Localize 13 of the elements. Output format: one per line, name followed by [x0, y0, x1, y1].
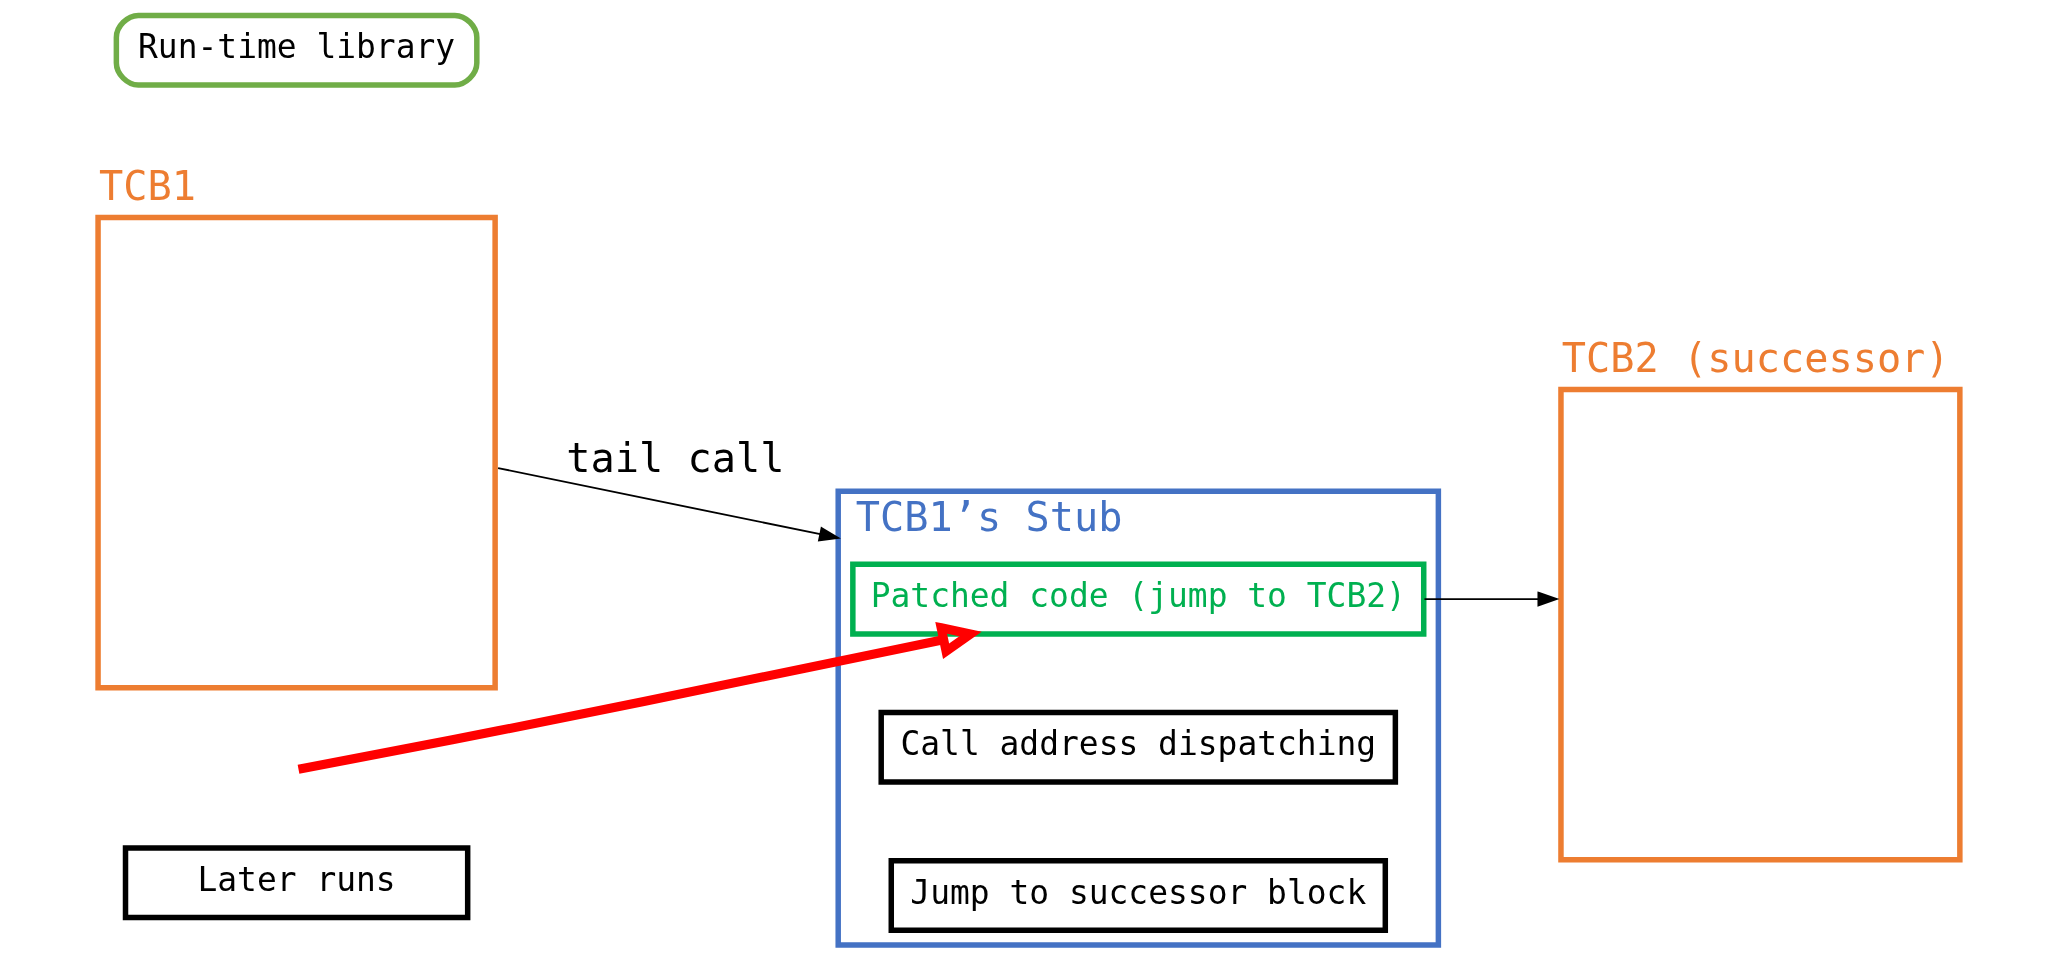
node-label: TCB2 (successor) [1561, 334, 1950, 381]
node-box [1558, 386, 1963, 863]
node-box: Jump to successor block [888, 858, 1389, 934]
node-label: TCB1 [98, 162, 196, 209]
arrow [497, 467, 841, 542]
node-box: Call address dispatching [878, 709, 1399, 785]
node-box: Later runs [122, 845, 471, 921]
edge-label: tail call [566, 435, 785, 482]
arrow [297, 621, 982, 774]
node-box: Patched code (jump to TCB2) [850, 561, 1427, 637]
node-box: Run-time library [113, 12, 480, 88]
node-box [95, 214, 498, 691]
arrow [1423, 591, 1560, 607]
